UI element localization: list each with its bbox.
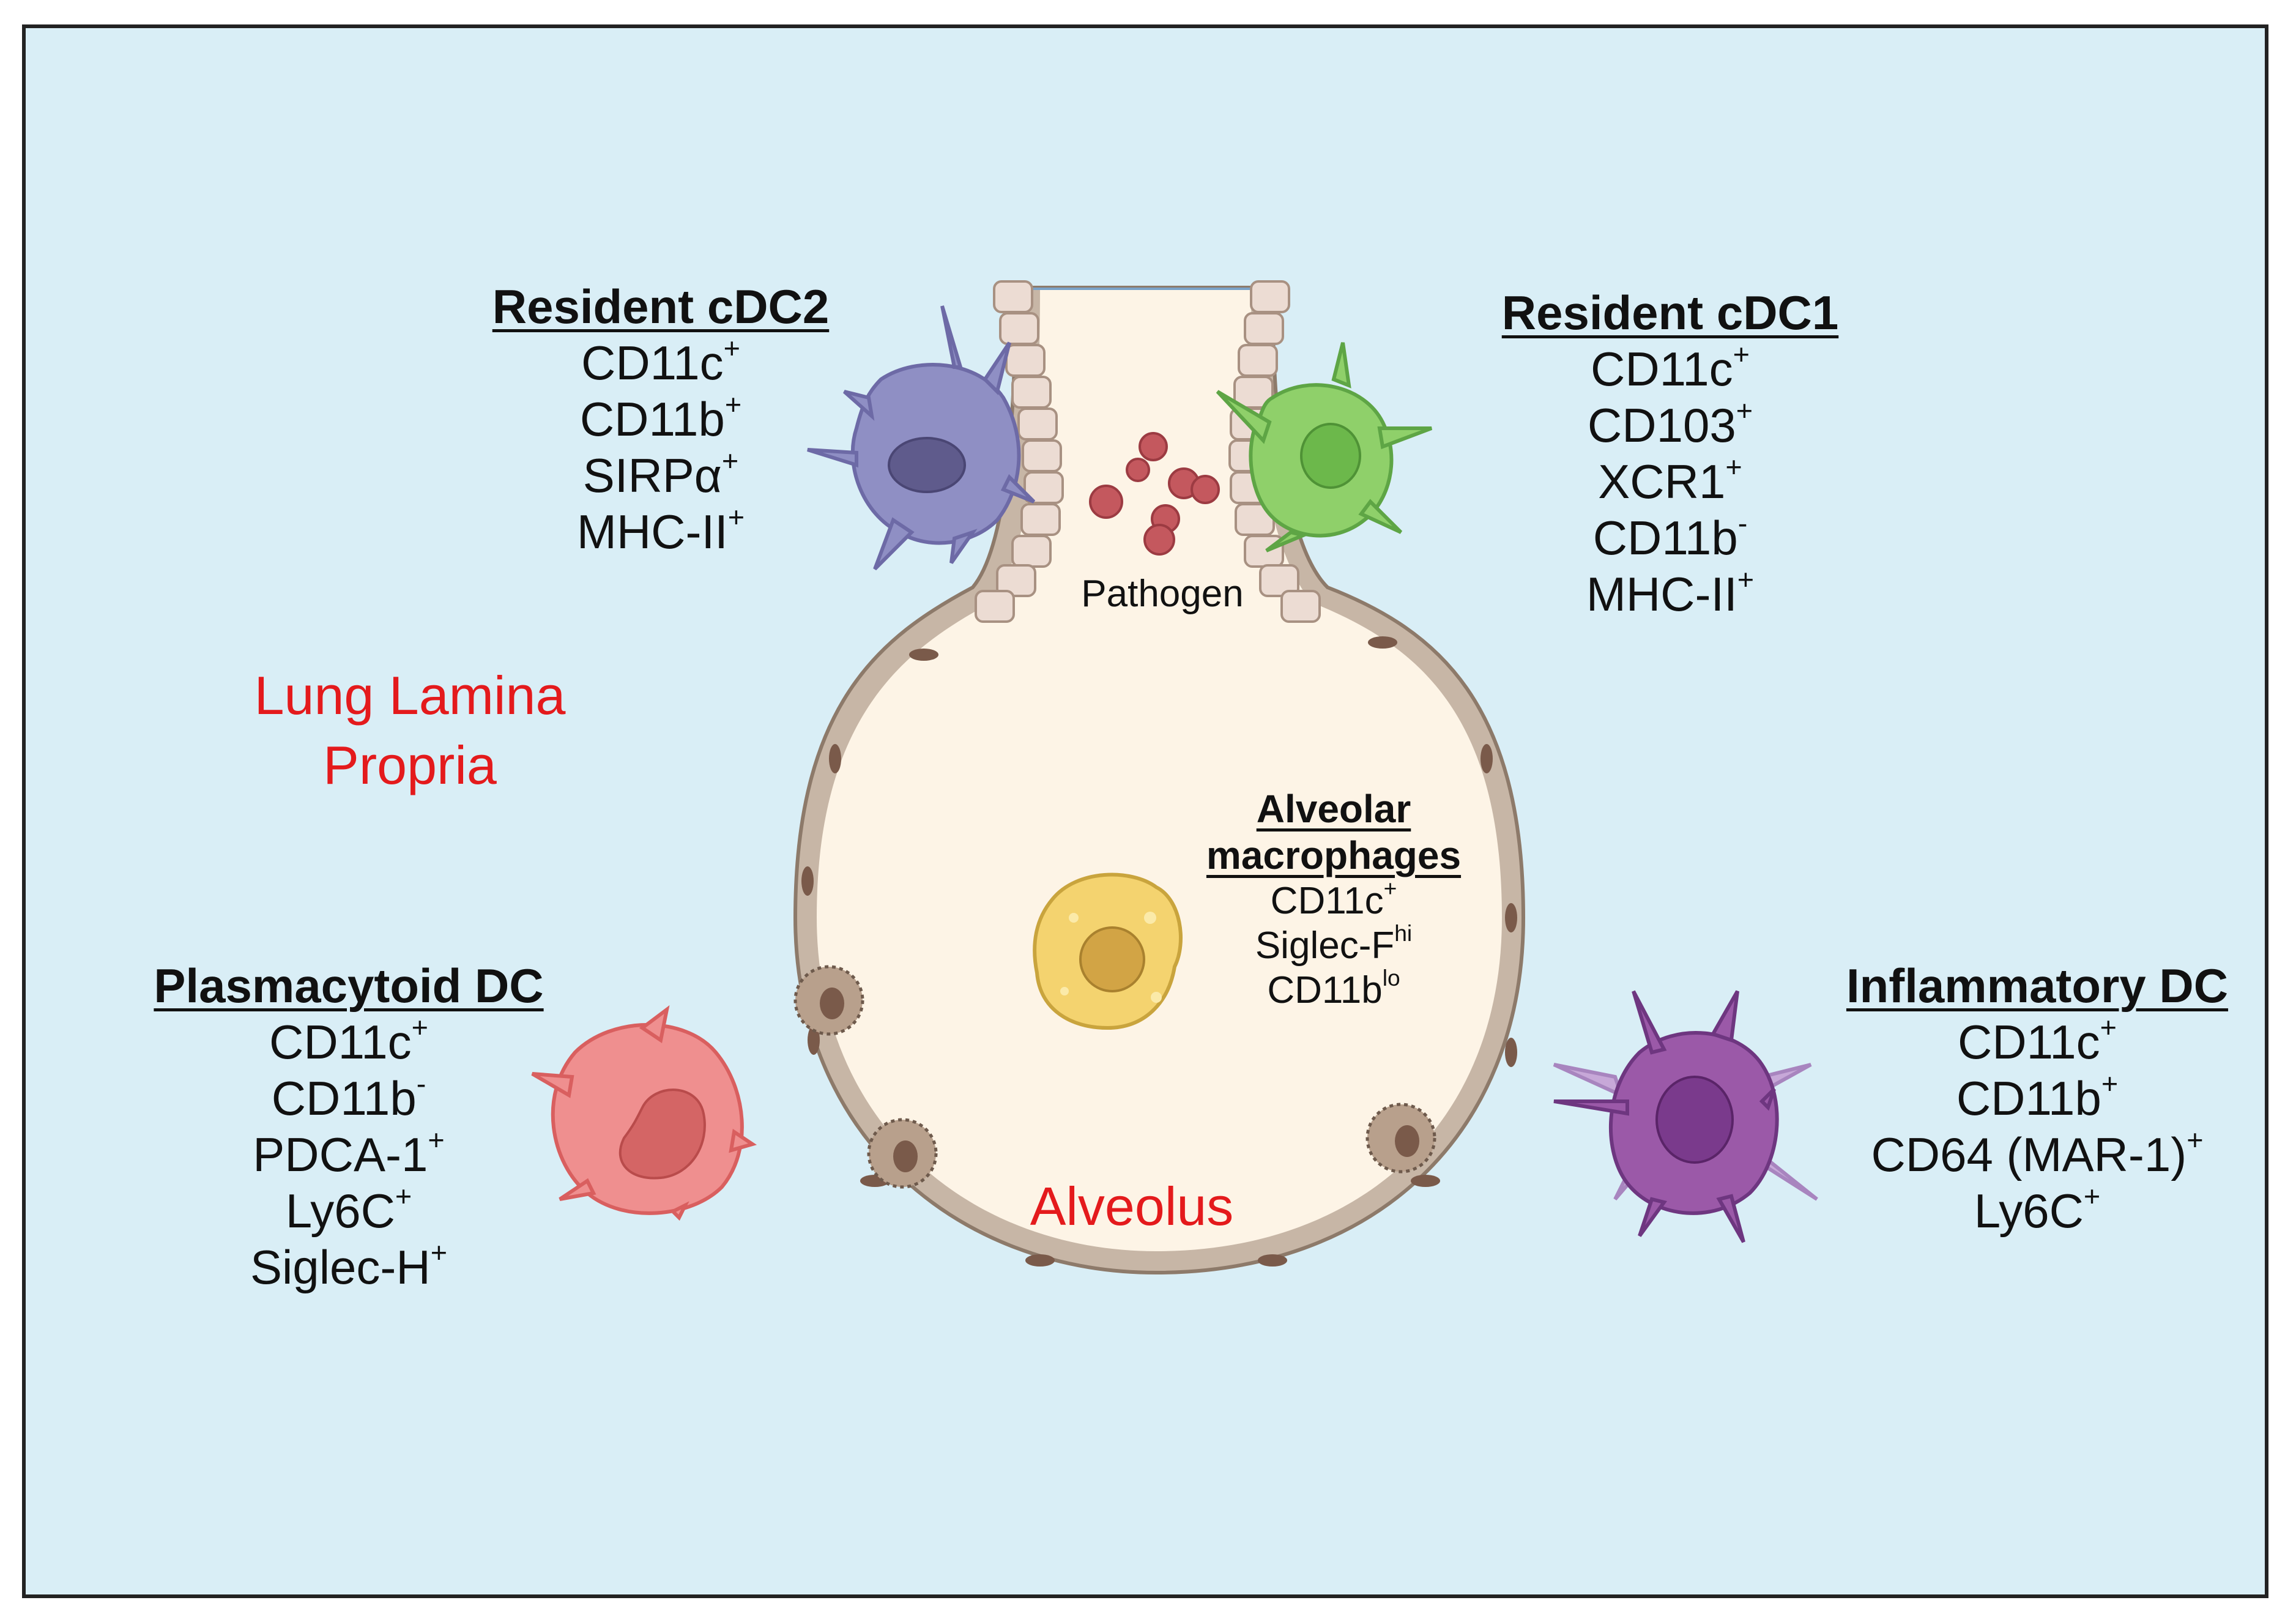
marker-line: CD11b+ [1805, 1070, 2270, 1126]
marker-line: Siglec-H+ [116, 1237, 581, 1295]
marker-line: CD64 (MAR-1)+ [1805, 1126, 2270, 1183]
inflammatory-dc-title: Inflammatory DC [1846, 959, 2229, 1013]
marker-line: CD11c+ [116, 1011, 581, 1070]
marker-line: SIRPα+ [428, 447, 893, 504]
marker-name: CD11b [1592, 511, 1738, 565]
marker-superscript: + [395, 1180, 412, 1213]
marker-superscript: + [2083, 1180, 2101, 1213]
plasmacytoid-dc-title: Plasmacytoid DC [154, 959, 544, 1013]
marker-superscript: + [1383, 876, 1397, 902]
marker-name: Ly6C [1974, 1184, 2084, 1238]
marker-line: CD11c+ [1438, 338, 1903, 397]
pathogen-text: Pathogen [1081, 573, 1244, 615]
plasmacytoid-dc-block: Plasmacytoid DC CD11c+CD11b-PDCA-1+Ly6C+… [116, 958, 581, 1295]
marker-name: SIRPα [582, 448, 722, 503]
marker-line: CD103+ [1438, 394, 1903, 453]
inflammatory-dc-block: Inflammatory DC CD11c+CD11b+CD64 (MAR-1)… [1805, 958, 2270, 1239]
marker-line: CD11b+ [428, 388, 893, 447]
marker-name: CD11c [1958, 1015, 2100, 1070]
alveolus-text: Alveolus [1030, 1176, 1234, 1237]
wall-cell-right [1365, 1103, 1436, 1174]
resident-cdc1-icon [1216, 342, 1433, 552]
marker-name: PDCA-1 [253, 1128, 428, 1182]
marker-superscript: - [416, 1067, 426, 1099]
resident-cdc1-title: Resident cDC1 [1501, 286, 1839, 340]
marker-superscript: + [428, 1124, 445, 1156]
resident-cdc1-block: Resident cDC1 CD11c+CD103+XCR1+CD11b-MHC… [1438, 285, 1903, 622]
marker-superscript: + [411, 1011, 428, 1043]
marker-name: CD11c [581, 336, 724, 390]
marker-superscript: lo [1382, 965, 1400, 991]
marker-name: CD11c [1270, 880, 1384, 923]
marker-line: CD11b- [1438, 507, 1903, 566]
wall-nuclei [801, 636, 1517, 1267]
lamina-propria-label: Lung Lamina Propria [220, 661, 600, 801]
marker-name: MHC-II [1586, 567, 1737, 622]
resident-cdc2-block: Resident cDC2 CD11c+CD11b+SIRPα+MHC-II+ [428, 278, 893, 560]
marker-superscript: + [721, 445, 739, 477]
plasmacytoid-dc-icon [531, 1005, 757, 1221]
marker-name: CD11b [271, 1071, 417, 1126]
marker-line: CD11b- [116, 1070, 581, 1126]
marker-superscript: + [2186, 1124, 2204, 1156]
marker-line: CD11c+ [428, 332, 893, 391]
resident-cdc2-icon [807, 305, 1036, 571]
alveolus-lumen [817, 288, 1502, 1251]
marker-superscript: + [723, 332, 740, 364]
marker-name: CD11b [1956, 1071, 2101, 1126]
marker-name: Siglec-H [250, 1240, 431, 1295]
marker-name: MHC-II [576, 505, 728, 559]
resident-cdc2-title: Resident cDC2 [492, 280, 830, 333]
marker-line: MHC-II+ [428, 501, 893, 560]
marker-superscript: + [1733, 338, 1750, 370]
marker-line: MHC-II+ [1438, 564, 1903, 622]
alveolar-title-line-1: Alveolar [1256, 787, 1411, 831]
wall-cell-left-upper [793, 965, 864, 1036]
alveolar-title-line-2: macrophages [1206, 833, 1462, 877]
marker-name: CD64 (MAR-1) [1871, 1128, 2187, 1182]
marker-superscript: + [2100, 1011, 2117, 1043]
pathogen-label: Pathogen [1052, 572, 1272, 616]
marker-name: CD11b [1267, 969, 1383, 1012]
marker-superscript: + [724, 388, 742, 420]
marker-superscript: hi [1394, 920, 1413, 947]
marker-name: Ly6C [285, 1184, 395, 1238]
marker-line: Siglec-Fhi [1162, 920, 1505, 968]
wall-cell-left-lower [867, 1118, 938, 1189]
marker-name: CD103 [1587, 398, 1736, 453]
alveolus-label: Alveolus [991, 1172, 1272, 1241]
marker-line: CD11c+ [1805, 1011, 2270, 1070]
marker-name: CD11c [1591, 342, 1733, 396]
marker-superscript: + [1725, 451, 1742, 483]
marker-superscript: + [2101, 1067, 2119, 1099]
marker-line: Ly6C+ [1805, 1180, 2270, 1239]
marker-name: XCR1 [1598, 455, 1726, 509]
marker-superscript: + [1736, 394, 1753, 426]
lamina-line-1: Lung Lamina [254, 665, 566, 726]
inflammatory-dc-icon [1553, 990, 1818, 1243]
marker-superscript: + [430, 1237, 448, 1269]
lamina-line-2: Propria [323, 735, 497, 796]
marker-name: Siglec-F [1255, 924, 1395, 967]
marker-superscript: - [1737, 507, 1748, 540]
marker-superscript: + [1737, 564, 1755, 596]
marker-name: CD11b [579, 392, 725, 447]
marker-line: CD11blo [1162, 965, 1505, 1013]
marker-line: Ly6C+ [116, 1180, 581, 1239]
marker-superscript: + [727, 501, 745, 534]
marker-name: CD11c [269, 1015, 412, 1070]
marker-line: XCR1+ [1438, 453, 1903, 510]
marker-line: CD11c+ [1162, 876, 1505, 923]
alveolar-macrophage-icon [1033, 872, 1183, 1030]
pathogen-cluster [1089, 432, 1220, 556]
marker-line: PDCA-1+ [116, 1126, 581, 1183]
left-epithelium [975, 280, 1064, 623]
